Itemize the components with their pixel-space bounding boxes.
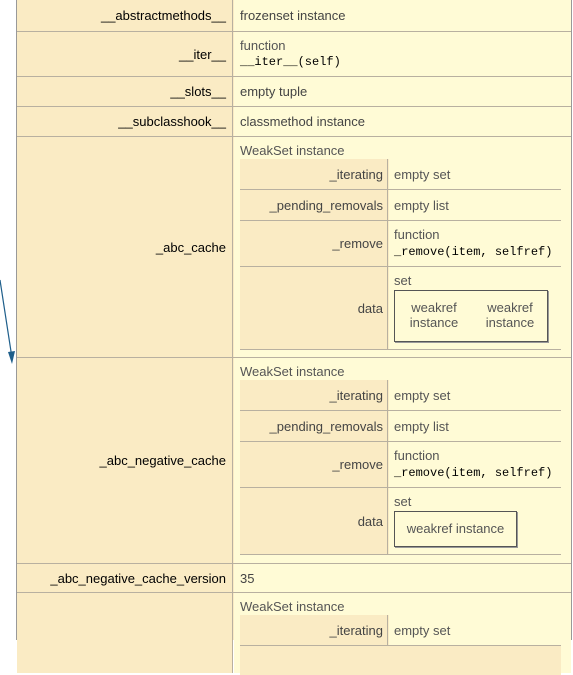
nested-row: data set weakref instance weakref instan… [240, 267, 561, 350]
nested-row: _remove function _remove(item, selfref) [240, 442, 561, 488]
function-signature: _remove(item, selfref) [394, 466, 553, 480]
nested-value: empty list [389, 190, 561, 220]
nested-value: set weakref instance weakref instance [389, 267, 561, 349]
nested-key: _iterating [240, 615, 388, 645]
value-type: WeakSet instance [240, 599, 345, 614]
nested-key: data [240, 267, 388, 349]
nested-table: _iterating empty set _pending_removals e… [240, 159, 561, 350]
nested-key: _remove [240, 221, 388, 266]
nested-key: _pending_removals [240, 411, 388, 441]
attr-row: __iter__ function __iter__(self) [17, 32, 571, 77]
attr-value: function __iter__(self) [234, 32, 571, 76]
attr-value: WeakSet instance _iterating empty set [234, 593, 571, 675]
attr-key: _abc_negative_cache_version [17, 564, 233, 592]
nested-value: empty list [389, 411, 561, 441]
nested-table: _iterating empty set _pending_removals e… [240, 380, 561, 555]
attr-value: frozenset instance [234, 0, 571, 31]
attr-row: __subclasshook__ classmethod instance [17, 107, 571, 137]
value-type: WeakSet instance [240, 364, 345, 379]
nested-value: empty set [389, 615, 561, 645]
attr-value: WeakSet instance _iterating empty set _p… [234, 137, 571, 357]
nested-value: function _remove(item, selfref) [389, 442, 561, 487]
attr-key: _abc_negative_cache [17, 358, 233, 563]
attr-value: classmethod instance [234, 107, 571, 136]
value-type: function [240, 38, 286, 53]
set-item: weakref instance [409, 300, 459, 330]
value-type: function [394, 448, 440, 463]
nested-table: _iterating empty set [240, 615, 561, 675]
attr-row: _abc_negative_cache WeakSet instance _it… [17, 358, 571, 564]
nested-row: _iterating empty set [240, 380, 561, 411]
value-type: set [394, 273, 412, 288]
attr-row: _abc_negative_cache_version 35 [17, 564, 571, 593]
nested-row: _remove function _remove(item, selfref) [240, 221, 561, 267]
nested-row: _pending_removals empty list [240, 190, 561, 221]
object-attributes-table: __abstractmethods__ frozenset instance _… [16, 0, 572, 675]
nested-row: data set weakref instance [240, 488, 561, 555]
nested-value: set weakref instance [389, 488, 561, 554]
attr-row: __abstractmethods__ frozenset instance [17, 0, 571, 32]
nested-key: _remove [240, 442, 388, 487]
nested-key: data [240, 488, 388, 554]
nested-row: _iterating empty set [240, 159, 561, 190]
value-type: function [394, 227, 440, 242]
set-contents: weakref instance [394, 511, 517, 547]
attr-row: _abc_cache WeakSet instance _iterating e… [17, 137, 571, 358]
nested-row: _pending_removals empty list [240, 411, 561, 442]
nested-value: function _remove(item, selfref) [389, 221, 561, 266]
attr-value: WeakSet instance _iterating empty set _p… [234, 358, 571, 563]
nested-value: empty set [389, 380, 561, 410]
attr-key: _abc_cache [17, 137, 233, 357]
nested-key: _iterating [240, 380, 388, 410]
attr-row: __slots__ empty tuple [17, 77, 571, 107]
attr-value: 35 [234, 564, 571, 592]
attr-key: __subclasshook__ [17, 107, 233, 136]
attr-key: __abstractmethods__ [17, 0, 233, 31]
value-type: WeakSet instance [240, 143, 345, 158]
attr-key [17, 593, 233, 673]
attr-key: __slots__ [17, 77, 233, 106]
attr-row: WeakSet instance _iterating empty set [17, 593, 571, 675]
nested-value: empty set [389, 159, 561, 189]
attr-value: empty tuple [234, 77, 571, 106]
set-item: weakref instance [485, 300, 535, 330]
function-signature: __iter__(self) [240, 55, 341, 69]
set-item: weakref instance [406, 521, 505, 536]
value-type: set [394, 494, 412, 509]
nested-key: _iterating [240, 159, 388, 189]
attr-key: __iter__ [17, 32, 233, 76]
nested-key: _pending_removals [240, 190, 388, 220]
function-signature: _remove(item, selfref) [394, 245, 553, 259]
set-contents: weakref instance weakref instance [394, 290, 548, 342]
reference-arrow [0, 279, 15, 364]
nested-row: _iterating empty set [240, 615, 561, 646]
